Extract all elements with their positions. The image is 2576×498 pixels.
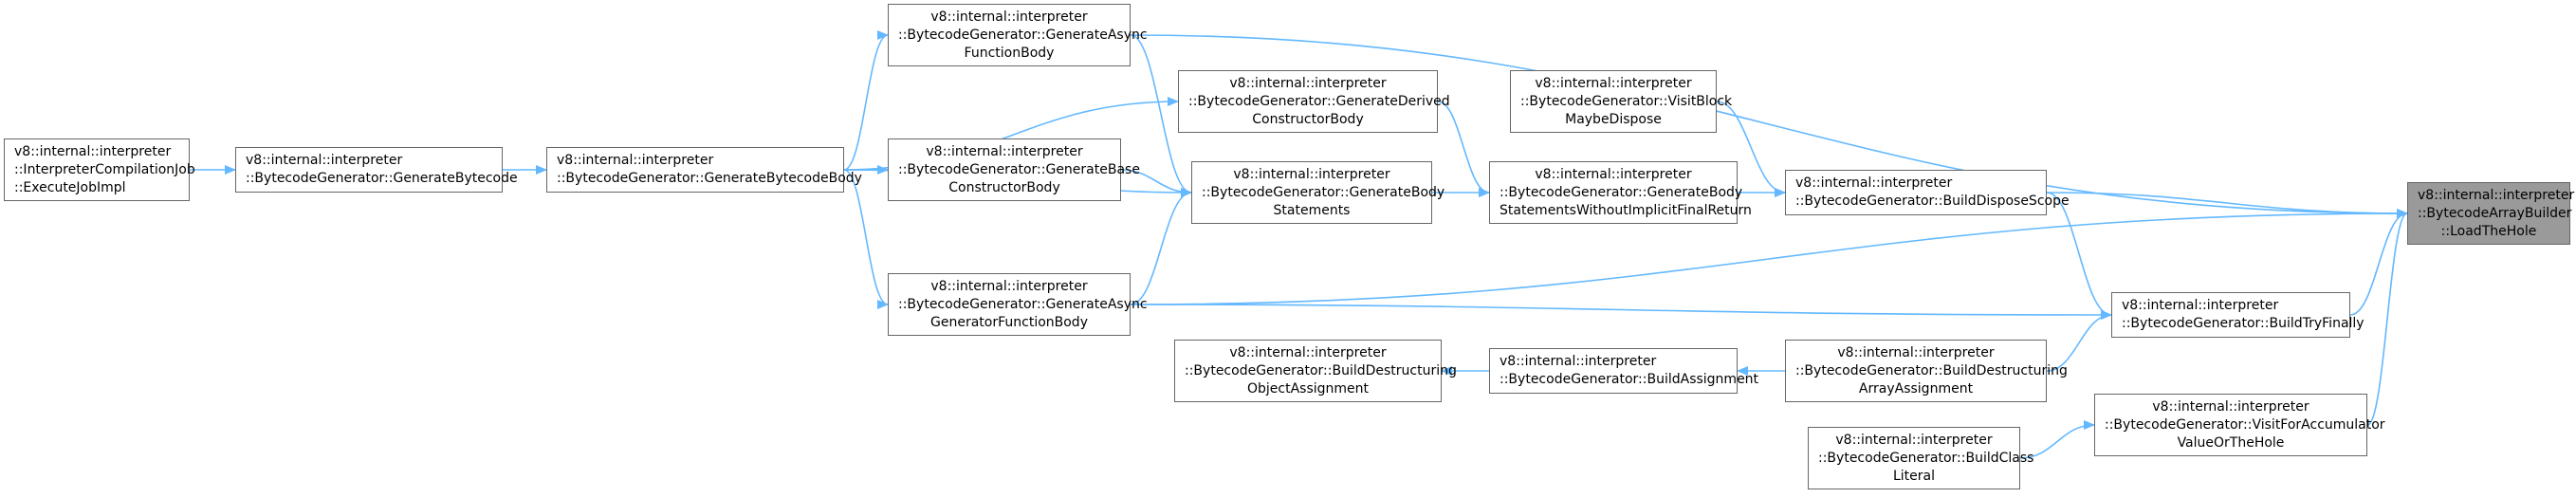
node-generate-body-statements-without-implicit-final-return[interactable]: v8::internal::interpreter ::BytecodeGene… <box>1489 161 1752 224</box>
edge-generateAsyncGeneratorFunctionBody-to-generateBodyStatements <box>1130 188 1192 305</box>
node-line: ::BytecodeGenerator::BuildAssignment <box>1500 372 1759 387</box>
edge-visitForAccumulatorValueOrTheHole-to-loadTheHole <box>2366 209 2408 426</box>
node-line: Literal <box>1892 468 1936 484</box>
node-line: v8::internal::interpreter <box>930 9 1088 25</box>
node-line: ::BytecodeGenerator::BuildDestructuring <box>1185 362 1457 378</box>
node-line: ConstructorBody <box>1252 111 1364 127</box>
node-line: GeneratorFunctionBody <box>930 314 1088 330</box>
edge-buildDestructuringArrayAssignment-to-buildTryFinally <box>2046 310 2112 372</box>
node-generate-body-statements[interactable]: v8::internal::interpreter ::BytecodeGene… <box>1191 161 1445 224</box>
node-line: v8::internal::interpreter <box>2418 187 2575 203</box>
node-line: ::BytecodeGenerator::GenerateBody <box>1202 184 1445 200</box>
node-line: v8::internal::interpreter <box>1500 354 1657 369</box>
node-line: v8::internal::interpreter <box>1795 175 1953 191</box>
edge-generateAsyncGeneratorFunctionBody-to-buildTryFinally <box>1130 304 2112 320</box>
edge-buildDisposeScope-to-buildTryFinally <box>2046 192 2112 320</box>
node-line: ::BytecodeGenerator::GenerateAsync <box>898 27 1148 43</box>
node-line: v8::internal::interpreter <box>926 143 1083 159</box>
node-line: v8::internal::interpreter <box>246 153 403 168</box>
node-line: FunctionBody <box>964 45 1055 61</box>
node-line: ::BytecodeGenerator::GenerateAsync <box>898 296 1148 312</box>
node-line: ::BytecodeGenerator::GenerateDerived <box>1188 93 1450 109</box>
edge-buildDisposeScope-to-loadTheHole <box>2046 192 2408 218</box>
node-line: v8::internal::interpreter <box>2122 298 2279 313</box>
node-generate-bytecode[interactable]: v8::internal::interpreter ::BytecodeGene… <box>235 147 518 193</box>
node-line: StatementsWithoutImplicitFinalReturn <box>1500 202 1752 218</box>
node-line: ::LoadTheHole <box>2440 223 2537 239</box>
edge-generateAsyncFunctionBody-to-generateBodyStatements <box>1130 34 1192 197</box>
node-line: v8::internal::interpreter <box>1835 432 1993 448</box>
node-line: v8::internal::interpreter <box>1233 166 1390 182</box>
node-line: v8::internal::interpreter <box>1535 75 1692 91</box>
node-line: ::BytecodeGenerator::BuildDestructuring <box>1795 362 2068 378</box>
node-line: ::BytecodeGenerator::VisitForAccumulator <box>2105 416 2385 433</box>
node-line: ::BytecodeGenerator::BuildDisposeScope <box>1795 194 2070 209</box>
node-line: ::BytecodeGenerator::GenerateBase <box>898 161 1140 177</box>
node-line: ::InterpreterCompilationJob <box>14 161 195 177</box>
node-line: v8::internal::interpreter <box>1837 344 1995 360</box>
node-build-destructuring-object-assignment[interactable]: v8::internal::interpreter ::BytecodeGene… <box>1174 340 1457 402</box>
node-load-the-hole[interactable]: v8::internal::interpreter ::BytecodeArra… <box>2407 182 2575 245</box>
node-generate-derived-constructor-body[interactable]: v8::internal::interpreter ::BytecodeGene… <box>1178 70 1450 133</box>
node-line: ::BytecodeArrayBuilder <box>2418 205 2572 221</box>
node-line: v8::internal::interpreter <box>557 153 714 168</box>
node-build-destructuring-array-assignment[interactable]: v8::internal::interpreter ::BytecodeGene… <box>1785 340 2068 402</box>
node-line: ::BytecodeGenerator::GenerateBytecodeBod… <box>557 171 862 186</box>
node-line: v8::internal::interpreter <box>1229 75 1387 91</box>
node-line: ConstructorBody <box>948 179 1060 195</box>
node-visit-block-maybe-dispose[interactable]: v8::internal::interpreter ::BytecodeGene… <box>1510 70 1733 133</box>
node-line: ArrayAssignment <box>1858 380 1974 397</box>
node-line: ObjectAssignment <box>1246 380 1370 397</box>
node-line: MaybeDispose <box>1565 111 1662 127</box>
node-visit-for-accumulator-value-or-the-hole[interactable]: v8::internal::interpreter ::BytecodeGene… <box>2094 394 2385 456</box>
node-line: v8::internal::interpreter <box>1229 344 1387 360</box>
node-line: v8::internal::interpreter <box>1535 166 1692 182</box>
node-generate-async-generator-function-body[interactable]: v8::internal::interpreter ::BytecodeGene… <box>888 273 1148 336</box>
node-line: ::BytecodeGenerator::GenerateBody <box>1500 184 1743 200</box>
edge-generateAsyncFunctionBody-to-loadTheHole <box>1130 34 2408 218</box>
node-line: Statements <box>1273 202 1351 218</box>
node-generate-async-function-body[interactable]: v8::internal::interpreter ::BytecodeGene… <box>888 4 1148 66</box>
node-line: v8::internal::interpreter <box>14 143 172 159</box>
node-line: ::BytecodeGenerator::BuildClass <box>1818 450 2034 466</box>
node-build-class-literal[interactable]: v8::internal::interpreter ::BytecodeGene… <box>1808 427 2034 489</box>
node-generate-base-constructor-body[interactable]: v8::internal::interpreter ::BytecodeGene… <box>888 138 1140 201</box>
node-execute-job-impl[interactable]: v8::internal::interpreter ::InterpreterC… <box>4 138 195 201</box>
edge-generateBytecodeBody-to-generateAsyncGeneratorFunctionBody <box>843 169 889 309</box>
edge-generateAsyncGeneratorFunctionBody-to-loadTheHole <box>1130 209 2408 305</box>
node-line: ::ExecuteJobImpl <box>14 179 126 195</box>
node-build-try-finally[interactable]: v8::internal::interpreter ::BytecodeGene… <box>2111 292 2364 338</box>
node-build-dispose-scope[interactable]: v8::internal::interpreter ::BytecodeGene… <box>1785 170 2070 215</box>
node-line: ::BytecodeGenerator::VisitBlock <box>1520 93 1733 109</box>
edge-generateDerivedConstructorBody-to-generateBodyStatementsWithoutImplicitFinalReturn <box>1437 101 1490 197</box>
edge-buildClassLiteral-to-visitForAccumulatorValueOrTheHole <box>2019 420 2095 459</box>
node-line: v8::internal::interpreter <box>930 278 1088 294</box>
node-line: ::BytecodeGenerator::BuildTryFinally <box>2122 316 2364 331</box>
node-line: ValueOrTheHole <box>2177 434 2285 451</box>
node-build-assignment[interactable]: v8::internal::interpreter ::BytecodeGene… <box>1489 348 1759 394</box>
node-line: ::BytecodeGenerator::GenerateBytecode <box>246 171 518 186</box>
node-generate-bytecode-body[interactable]: v8::internal::interpreter ::BytecodeGene… <box>546 147 862 193</box>
edge-visitBlockMaybeDispose-to-buildDisposeScope <box>1716 101 1786 197</box>
edge-generateBytecodeBody-to-generateAsyncFunctionBody <box>843 30 889 171</box>
node-line: v8::internal::interpreter <box>2152 398 2309 415</box>
